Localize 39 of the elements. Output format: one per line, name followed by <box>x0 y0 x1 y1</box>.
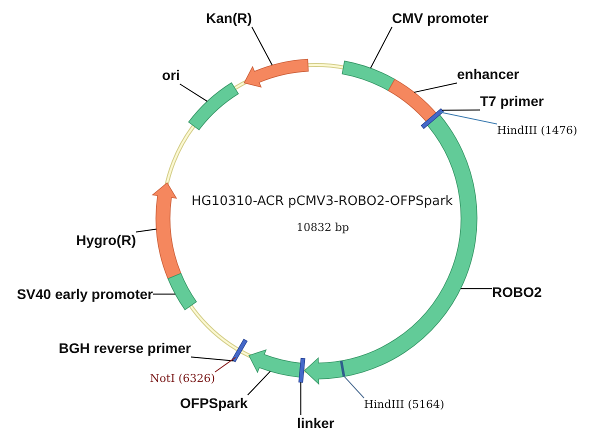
feature-segment <box>188 82 239 130</box>
feature-label: SV40 early promoter <box>16 286 153 303</box>
feature-segment <box>168 273 197 310</box>
leader-line <box>152 294 176 295</box>
feature-segment <box>342 60 396 92</box>
site-marker <box>420 108 444 130</box>
leader-line <box>251 26 273 66</box>
restriction-site-label: NotI (6326) <box>150 372 215 386</box>
leader-line <box>414 82 458 93</box>
feature-label: OFPSpark <box>180 395 248 412</box>
plasmid-title: HG10310-ACR pCMV3-ROBO2-OFPSpark <box>192 194 453 210</box>
leader-line <box>247 370 271 396</box>
feature-label: Hygro(R) <box>76 232 136 249</box>
gene-segment-pointed <box>244 58 309 88</box>
leader-line <box>460 288 492 290</box>
leader-line <box>442 110 480 111</box>
leader-line <box>136 228 157 232</box>
leader-line <box>214 356 236 372</box>
gene-segment-pointed <box>152 182 182 280</box>
leader-line <box>190 356 234 362</box>
plasmid-size: 10832 bp <box>296 221 350 235</box>
site-marker <box>231 338 248 362</box>
feature-label: Kan(R) <box>206 10 252 27</box>
restriction-site-label: HindIII (5164) <box>364 398 444 412</box>
restriction-site-label: HindIII (1476) <box>497 124 578 138</box>
feature-label: linker <box>297 415 334 432</box>
feature-label: T7 primer <box>480 93 544 110</box>
gene-segment-pointed <box>248 349 302 378</box>
site-marker <box>340 360 346 377</box>
feature-label: ROBO2 <box>492 284 542 301</box>
leader-line <box>300 382 302 416</box>
leader-line <box>439 112 498 124</box>
feature-segment <box>388 78 438 124</box>
feature-label: BGH reverse primer <box>58 340 191 357</box>
leader-line <box>179 84 208 102</box>
feature-label: ori <box>162 67 180 84</box>
feature-label: enhancer <box>457 66 520 83</box>
feature-label: CMV promoter <box>392 10 488 27</box>
leader-line <box>370 26 392 69</box>
